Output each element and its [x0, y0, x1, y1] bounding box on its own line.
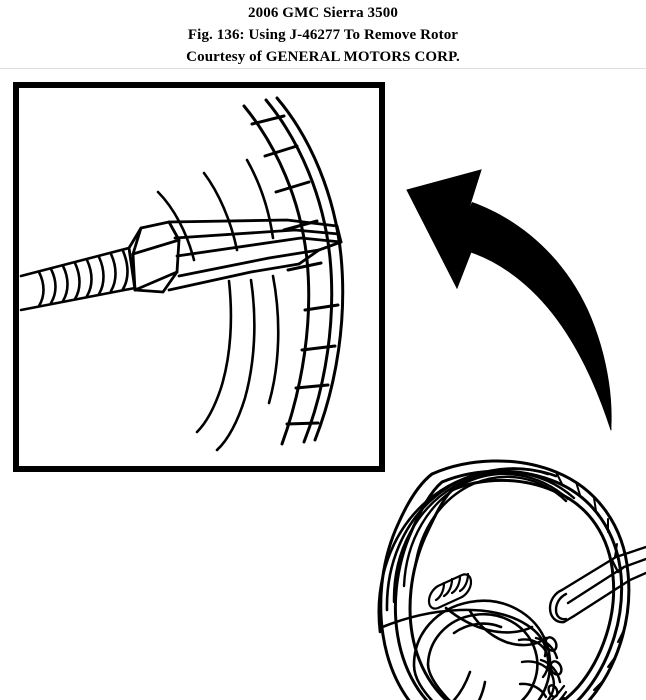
rotor-hat-outline: [377, 467, 558, 634]
caliper-bracket: [378, 606, 548, 658]
rotor-hat-rings: [392, 471, 576, 604]
figure-caption: Fig. 136: Using J-46277 To Remove Rotor: [187, 27, 459, 43]
brake-rotor-hub-assembly: [377, 459, 646, 700]
rotor-cooling-vanes-lower: [195, 274, 280, 452]
caption-block: 2006 GMC Sierra 3500 Fig. 136: Using J-4…: [0, 0, 646, 68]
detail-callout-arrow: [406, 169, 612, 432]
figure-illustration: [0, 70, 646, 700]
vehicle-title: 2006 GMC Sierra 3500: [248, 5, 398, 21]
inset-detail-panel: [13, 82, 385, 472]
rotor-disc: [379, 459, 631, 700]
hub-center: [412, 599, 552, 700]
threaded-shaft: [19, 246, 137, 312]
axle-shaft: [452, 670, 487, 700]
courtesy-line: Courtesy of GENERAL MOTORS CORP.: [186, 49, 460, 65]
header-separator: [0, 68, 646, 69]
hub-lug-ring: [517, 636, 563, 700]
tapered-chisel-tip: [167, 218, 343, 292]
figure-svg: [377, 169, 646, 700]
rotor-vent-hatching: [555, 471, 625, 691]
wheel-stud: [427, 572, 473, 610]
inset-svg: [19, 88, 379, 466]
inserted-tool-tip: [548, 545, 646, 624]
